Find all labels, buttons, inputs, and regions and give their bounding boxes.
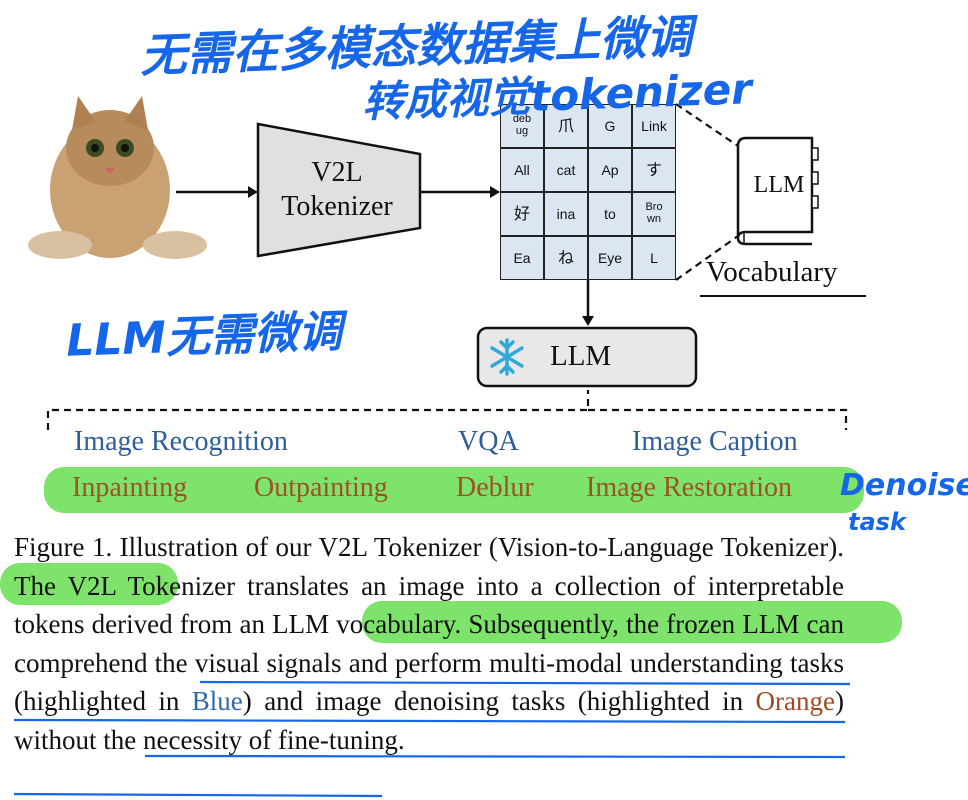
vocabulary-label: Vocabulary: [706, 256, 838, 288]
annotation-right-note-line1: Denoise: [840, 468, 968, 503]
token-cell: Ap: [588, 148, 632, 192]
book-label: LLM: [753, 172, 805, 198]
tokenizer-label-line1: V2L: [311, 157, 363, 188]
task-inpainting: Inpainting: [72, 472, 188, 503]
llm-box: [476, 326, 698, 388]
token-cell: 好: [500, 192, 544, 236]
tokenizer-label: V2L Tokenizer: [262, 156, 412, 224]
task-vqa: VQA: [458, 426, 519, 457]
token-cell: ね: [544, 236, 588, 280]
highlight-caption-tokenizer: [0, 563, 178, 605]
token-cell: Link: [632, 104, 676, 148]
token-cell: Eye: [588, 236, 632, 280]
book-icon: [736, 136, 819, 246]
token-cell: ina: [544, 192, 588, 236]
task-deblur: Deblur: [456, 472, 534, 503]
token-cell: Ea: [500, 236, 544, 280]
annotation-left-note: LLM无需微调: [65, 306, 343, 367]
figure-caption: Figure 1. Illustration of our V2L Tokeni…: [14, 528, 844, 759]
token-cell: deb ug: [500, 104, 544, 148]
v2l-tokenizer-shape: [256, 122, 422, 258]
snowflake-icon: [490, 338, 524, 376]
token-cell: 爪: [544, 104, 588, 148]
task-image-caption: Image Caption: [632, 426, 798, 457]
task-image-restoration: Image Restoration: [586, 472, 793, 503]
annotation-right-note-line2: task: [848, 508, 906, 536]
highlight-tasks-row: [44, 467, 864, 513]
tokenizer-label-line2: Tokenizer: [281, 191, 393, 222]
token-cell: す: [632, 148, 676, 192]
token-cell: Bro wn: [632, 192, 676, 236]
caption-orange-word: Orange: [755, 686, 835, 716]
caption-blue-word: Blue: [191, 686, 243, 716]
token-cell: G: [588, 104, 632, 148]
caption-text-suffix: ) without the necessity of fine-tuning.: [14, 686, 844, 755]
caption-text-prefix: Figure 1. Illustration of our V2L Tokeni…: [14, 532, 844, 716]
token-cell: cat: [544, 148, 588, 192]
highlight-caption-vocab: [362, 601, 902, 643]
token-cell: All: [500, 148, 544, 192]
token-cell: to: [588, 192, 632, 236]
caption-text-middle: ) and image denoising tasks (highlighted…: [242, 686, 756, 716]
llm-box-label: LLM: [550, 340, 612, 372]
task-outpainting: Outpainting: [254, 472, 388, 503]
task-image-recognition: Image Recognition: [74, 426, 288, 457]
cat-image: [28, 96, 207, 259]
token-cell: L: [632, 236, 676, 280]
